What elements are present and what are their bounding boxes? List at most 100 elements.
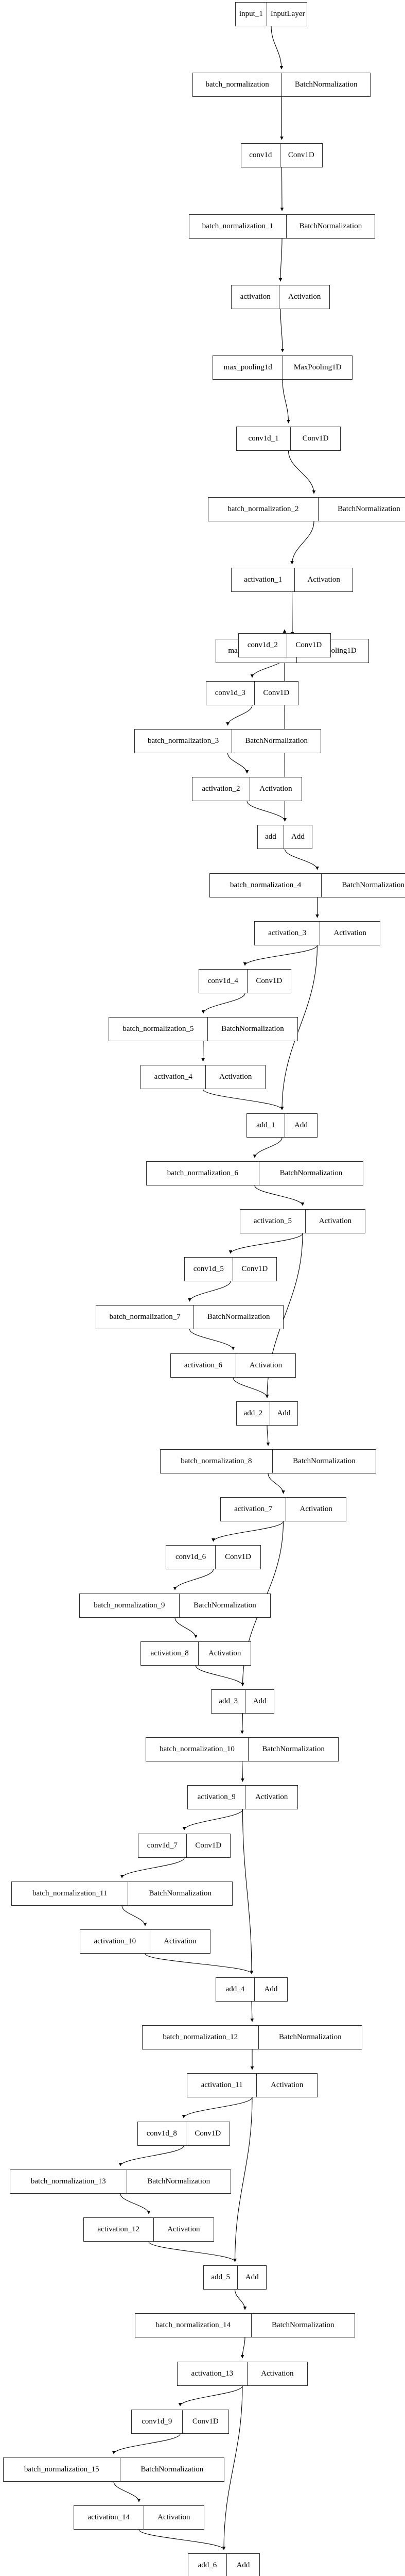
- layer-name: add_4: [216, 1978, 255, 2001]
- layer-class: Activation: [255, 1793, 288, 1801]
- edge: [233, 2097, 253, 2262]
- edge: [148, 2241, 237, 2262]
- layer-name: add_3: [212, 1690, 246, 1713]
- edge: [202, 1089, 284, 1110]
- layer-class: Activation: [259, 785, 292, 793]
- edge: [242, 1809, 254, 1974]
- layer-name: activation_11: [187, 2074, 257, 2097]
- layer-class: Activation: [300, 1505, 332, 1513]
- layer-node[interactable]: add_4 Add: [216, 1977, 288, 2002]
- layer-class: BatchNormalization: [293, 1457, 356, 1465]
- edge: [138, 2529, 226, 2550]
- layer-name: batch_normalization_8: [161, 1450, 273, 1473]
- edge: [266, 1425, 270, 1446]
- layer-name: conv1d: [241, 144, 280, 167]
- layer-name: batch_normalization: [193, 73, 283, 96]
- layer-node[interactable]: batch_normalization_8 BatchNormalization: [160, 1449, 376, 1473]
- layer-name: batch_normalization_11: [12, 1882, 129, 1905]
- layer-name: activation_14: [74, 2506, 144, 2529]
- edge: [280, 309, 285, 352]
- layer-class: Conv1D: [195, 2129, 221, 2138]
- layer-name: activation_4: [141, 1065, 206, 1089]
- layer-name: add_2: [237, 1402, 270, 1425]
- layer-class: Conv1D: [241, 1265, 268, 1273]
- layer-node[interactable]: batch_normalization_7 BatchNormalization: [96, 1305, 284, 1329]
- layer-name: batch_normalization_5: [109, 1018, 208, 1041]
- edge: [240, 2337, 245, 2359]
- layer-name: conv1d_1: [237, 427, 291, 450]
- layer-name: activation_10: [80, 1930, 150, 1953]
- edge: [280, 167, 284, 211]
- edge: [182, 2097, 253, 2119]
- edge: [120, 1857, 185, 1878]
- edge: [290, 521, 314, 565]
- layer-name: batch_normalization_3: [135, 730, 233, 753]
- edge: [226, 705, 253, 726]
- layer-name: batch_normalization_7: [96, 1306, 195, 1329]
- layer-class: Add: [264, 1985, 278, 1993]
- layer-class: Conv1D: [225, 1553, 252, 1561]
- edge: [145, 1953, 254, 1974]
- layer-class: BatchNormalization: [207, 1313, 270, 1321]
- edge: [288, 450, 316, 494]
- edge: [254, 1185, 305, 1206]
- edge: [201, 993, 245, 1014]
- edge: [241, 1761, 244, 1782]
- layer-name: max_pooling1d: [213, 356, 284, 379]
- edge: [212, 1521, 284, 1542]
- layer-class: BatchNormalization: [262, 1745, 325, 1753]
- layer-name: add_1: [247, 1114, 285, 1137]
- layer-name: batch_normalization_14: [135, 2314, 252, 2337]
- edge: [234, 2289, 247, 2310]
- layer-class: Conv1D: [263, 689, 290, 697]
